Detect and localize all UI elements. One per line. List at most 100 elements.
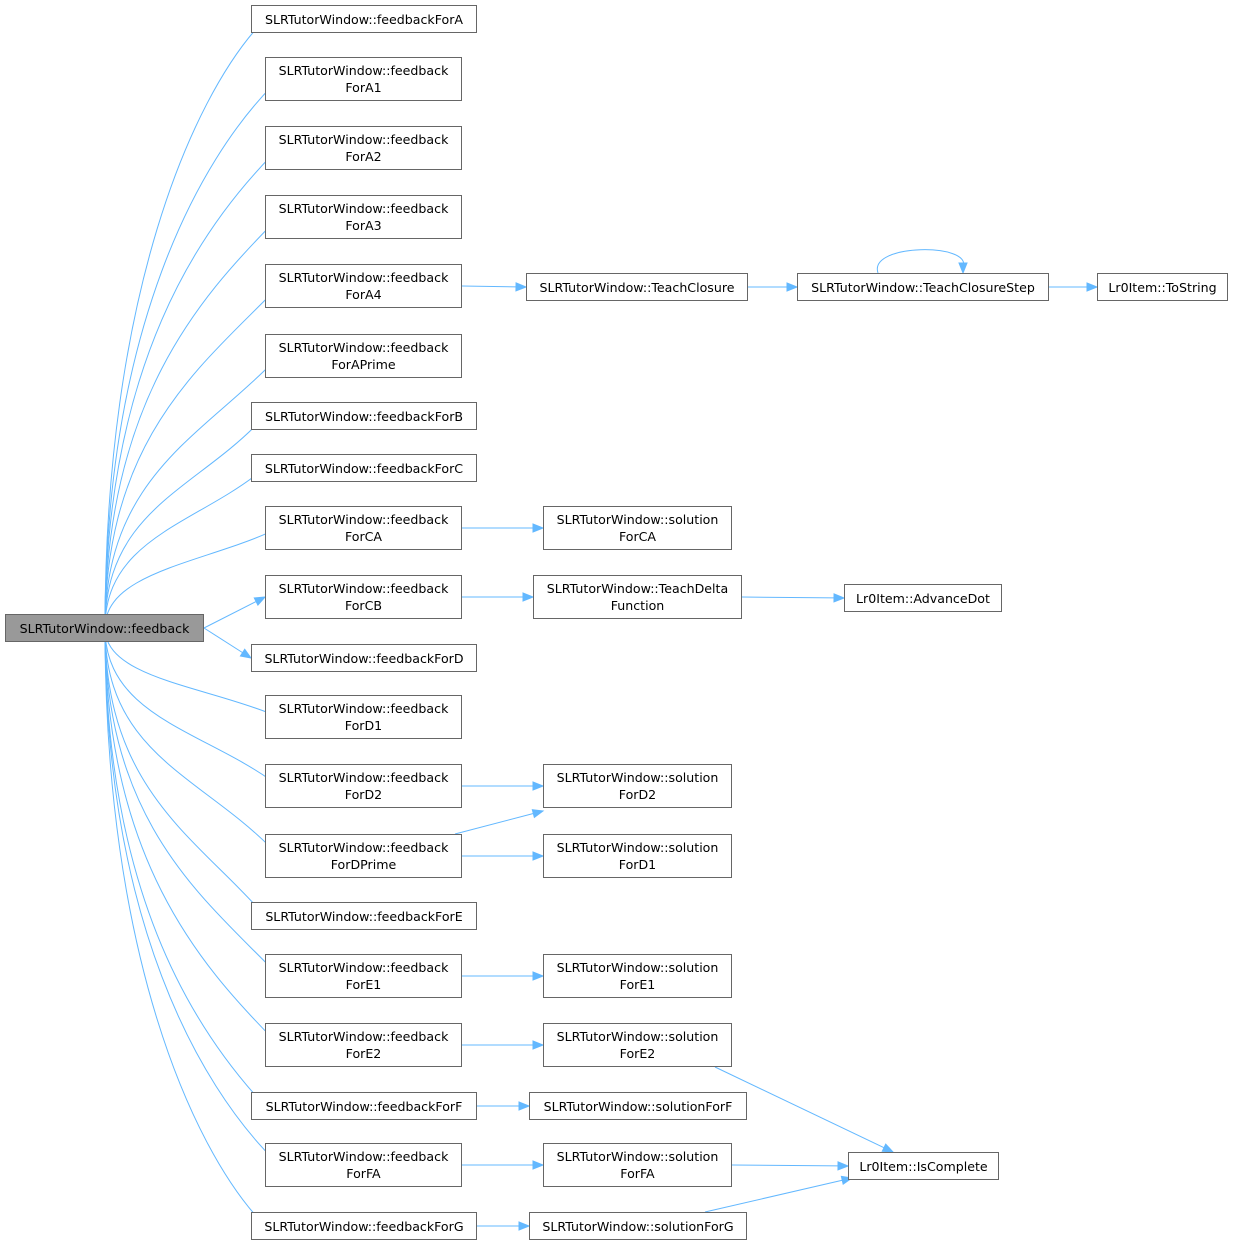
edge-feedback-to-feedbackForE1: [104, 627, 273, 970]
edge-feedback-to-feedbackForCB-arrow: [253, 596, 267, 606]
node-feedbackForB[interactable]: SLRTutorWindow::feedbackForB: [251, 402, 477, 430]
edge-feedbackForDPrime-to-solutionForD2-arrow: [531, 809, 545, 819]
node-TeachClosureStep-label-line-1: SLRTutorWindow::TeachClosureStep: [811, 279, 1035, 295]
node-solutionForFA-label-line-1: SLRTutorWindow::solution: [556, 1149, 719, 1164]
node-feedbackForAPrime-label-line-2: ForAPrime: [331, 357, 396, 372]
node-feedbackForD-label-line-1: SLRTutorWindow::feedbackForD: [264, 650, 464, 666]
node-feedbackForE2-label-line-1: SLRTutorWindow::feedback: [278, 1029, 449, 1044]
node-solutionForFA-label-line-2: ForFA: [620, 1166, 655, 1181]
edge-solutionForE2-to-IsComplete: [714, 1066, 885, 1149]
node-feedbackForCB-label-line-1: SLRTutorWindow::feedback: [278, 581, 449, 596]
edge-feedback-to-feedbackForD2: [104, 627, 272, 781]
node-feedbackForG[interactable]: SLRTutorWindow::feedbackForG: [251, 1212, 477, 1240]
node-feedbackForF[interactable]: SLRTutorWindow::feedbackForF: [251, 1092, 477, 1120]
edge-feedback-to-feedbackForD1: [104, 627, 270, 714]
node-feedbackForA2-label-line-2: ForA2: [345, 149, 382, 164]
node-feedbackForA4-label-line-1: SLRTutorWindow::feedback: [278, 270, 449, 285]
node-feedbackForD2-label-line-1: SLRTutorWindow::feedback: [278, 770, 449, 785]
node-feedbackForB-label-line-1: SLRTutorWindow::feedbackForB: [264, 408, 464, 424]
edge-feedback-to-feedbackForB: [104, 422, 259, 629]
node-TeachClosureStep[interactable]: SLRTutorWindow::TeachClosureStep: [797, 273, 1049, 301]
node-solutionForCA-label-line-2: ForCA: [618, 529, 657, 544]
node-feedback-label-line-1: SLRTutorWindow::feedback: [19, 620, 190, 636]
node-feedbackForE1-label-line-2: ForE1: [345, 977, 382, 992]
node-feedbackForC[interactable]: SLRTutorWindow::feedbackForC: [251, 454, 477, 482]
node-solutionForE2-label-line-2: ForE2: [619, 1046, 656, 1061]
node-solutionForD1-label-line-2: ForD1: [618, 857, 657, 872]
node-solutionForF-label-line-1: SLRTutorWindow::solutionForF: [543, 1098, 733, 1114]
edge-feedbackForCA-to-solutionForCA-arrow: [532, 523, 545, 533]
node-solutionForF[interactable]: SLRTutorWindow::solutionForF: [529, 1092, 747, 1120]
node-feedback: SLRTutorWindow::feedback: [5, 614, 204, 642]
node-feedbackForFA-label-line-2: ForFA: [346, 1166, 381, 1181]
edge-feedback-to-feedbackForA2: [104, 154, 273, 629]
node-feedbackForF-label-line-1: SLRTutorWindow::feedbackForF: [265, 1098, 463, 1114]
node-AdvanceDot[interactable]: Lr0Item::AdvanceDot: [844, 584, 1002, 612]
edge-feedbackForDPrime-to-solutionForD2: [454, 813, 534, 835]
node-solutionForG[interactable]: SLRTutorWindow::solutionForG: [529, 1212, 747, 1240]
edge-feedbackForFA-to-solutionForFA-arrow: [532, 1160, 545, 1170]
edge-feedbackForA4-to-TeachClosure: [461, 285, 517, 288]
node-solutionForCA-label-line-1: SLRTutorWindow::solution: [556, 512, 719, 527]
node-AdvanceDot-label-line-1: Lr0Item::AdvanceDot: [856, 590, 990, 606]
node-feedbackForA2-label-line-1: SLRTutorWindow::feedback: [278, 132, 449, 147]
edge-feedback-to-feedbackForE2: [104, 627, 273, 1039]
node-feedbackForAPrime-label-line-1: SLRTutorWindow::feedback: [278, 340, 449, 355]
node-solutionForE1-label-line-2: ForE1: [619, 977, 656, 992]
node-TeachDeltaFunction-label-line-2: Function: [610, 598, 665, 613]
edge-solutionForE2-to-IsComplete-arrow: [881, 1143, 895, 1153]
node-feedbackForCA-label-line-2: ForCA: [344, 529, 383, 544]
edge-solutionForFA-to-IsComplete: [731, 1164, 839, 1167]
node-feedbackForA4-label-line-2: ForA4: [345, 287, 382, 302]
edge-feedback-to-feedbackForA4: [104, 292, 273, 629]
node-ToString[interactable]: Lr0Item::ToString: [1097, 273, 1228, 301]
edge-feedback-to-feedbackForA1: [104, 85, 273, 629]
node-feedbackForD1-label-line-1: SLRTutorWindow::feedback: [278, 701, 449, 716]
node-IsComplete[interactable]: Lr0Item::IsComplete: [848, 1152, 999, 1180]
node-feedbackForFA-label-line-1: SLRTutorWindow::feedback: [278, 1149, 449, 1164]
node-feedbackForE1-label-line-1: SLRTutorWindow::feedback: [278, 960, 449, 975]
node-feedbackForD[interactable]: SLRTutorWindow::feedbackForD: [251, 644, 477, 672]
edge-solutionForFA-to-IsComplete-arrow: [837, 1161, 850, 1171]
edge-TeachClosure-to-TeachClosureStep-arrow: [786, 282, 799, 292]
node-feedbackForA[interactable]: SLRTutorWindow::feedbackForA: [251, 5, 477, 33]
edge-feedback-to-feedbackForG: [104, 627, 259, 1219]
node-TeachClosure[interactable]: SLRTutorWindow::TeachClosure: [526, 273, 748, 301]
edge-feedback-to-feedbackForA3: [104, 223, 273, 629]
edge-TeachClosureStep-to-ToString-arrow: [1086, 282, 1099, 292]
edge-feedback-to-feedbackForCA: [104, 531, 271, 629]
edge-feedback-to-feedbackForD: [203, 627, 243, 654]
edge-TeachClosureStep-to-TeachClosureStep: [877, 249, 964, 274]
node-feedbackForA3-label-line-2: ForA3: [345, 218, 382, 233]
node-feedbackForA1-label-line-2: ForA1: [345, 80, 382, 95]
edge-feedback-to-feedbackForC: [104, 473, 258, 629]
edge-feedback-to-feedbackForDPrime: [104, 627, 273, 850]
node-feedbackForCA-label-line-1: SLRTutorWindow::feedback: [278, 512, 449, 527]
edge-feedbackForG-to-solutionForG-arrow: [518, 1221, 531, 1231]
node-solutionForD2-label-line-1: SLRTutorWindow::solution: [556, 770, 719, 785]
node-TeachDeltaFunction-label-line-1: SLRTutorWindow::TeachDelta: [546, 581, 729, 596]
edge-feedback-to-feedbackForD-arrow: [239, 648, 253, 659]
node-feedbackForE[interactable]: SLRTutorWindow::feedbackForE: [251, 902, 477, 930]
